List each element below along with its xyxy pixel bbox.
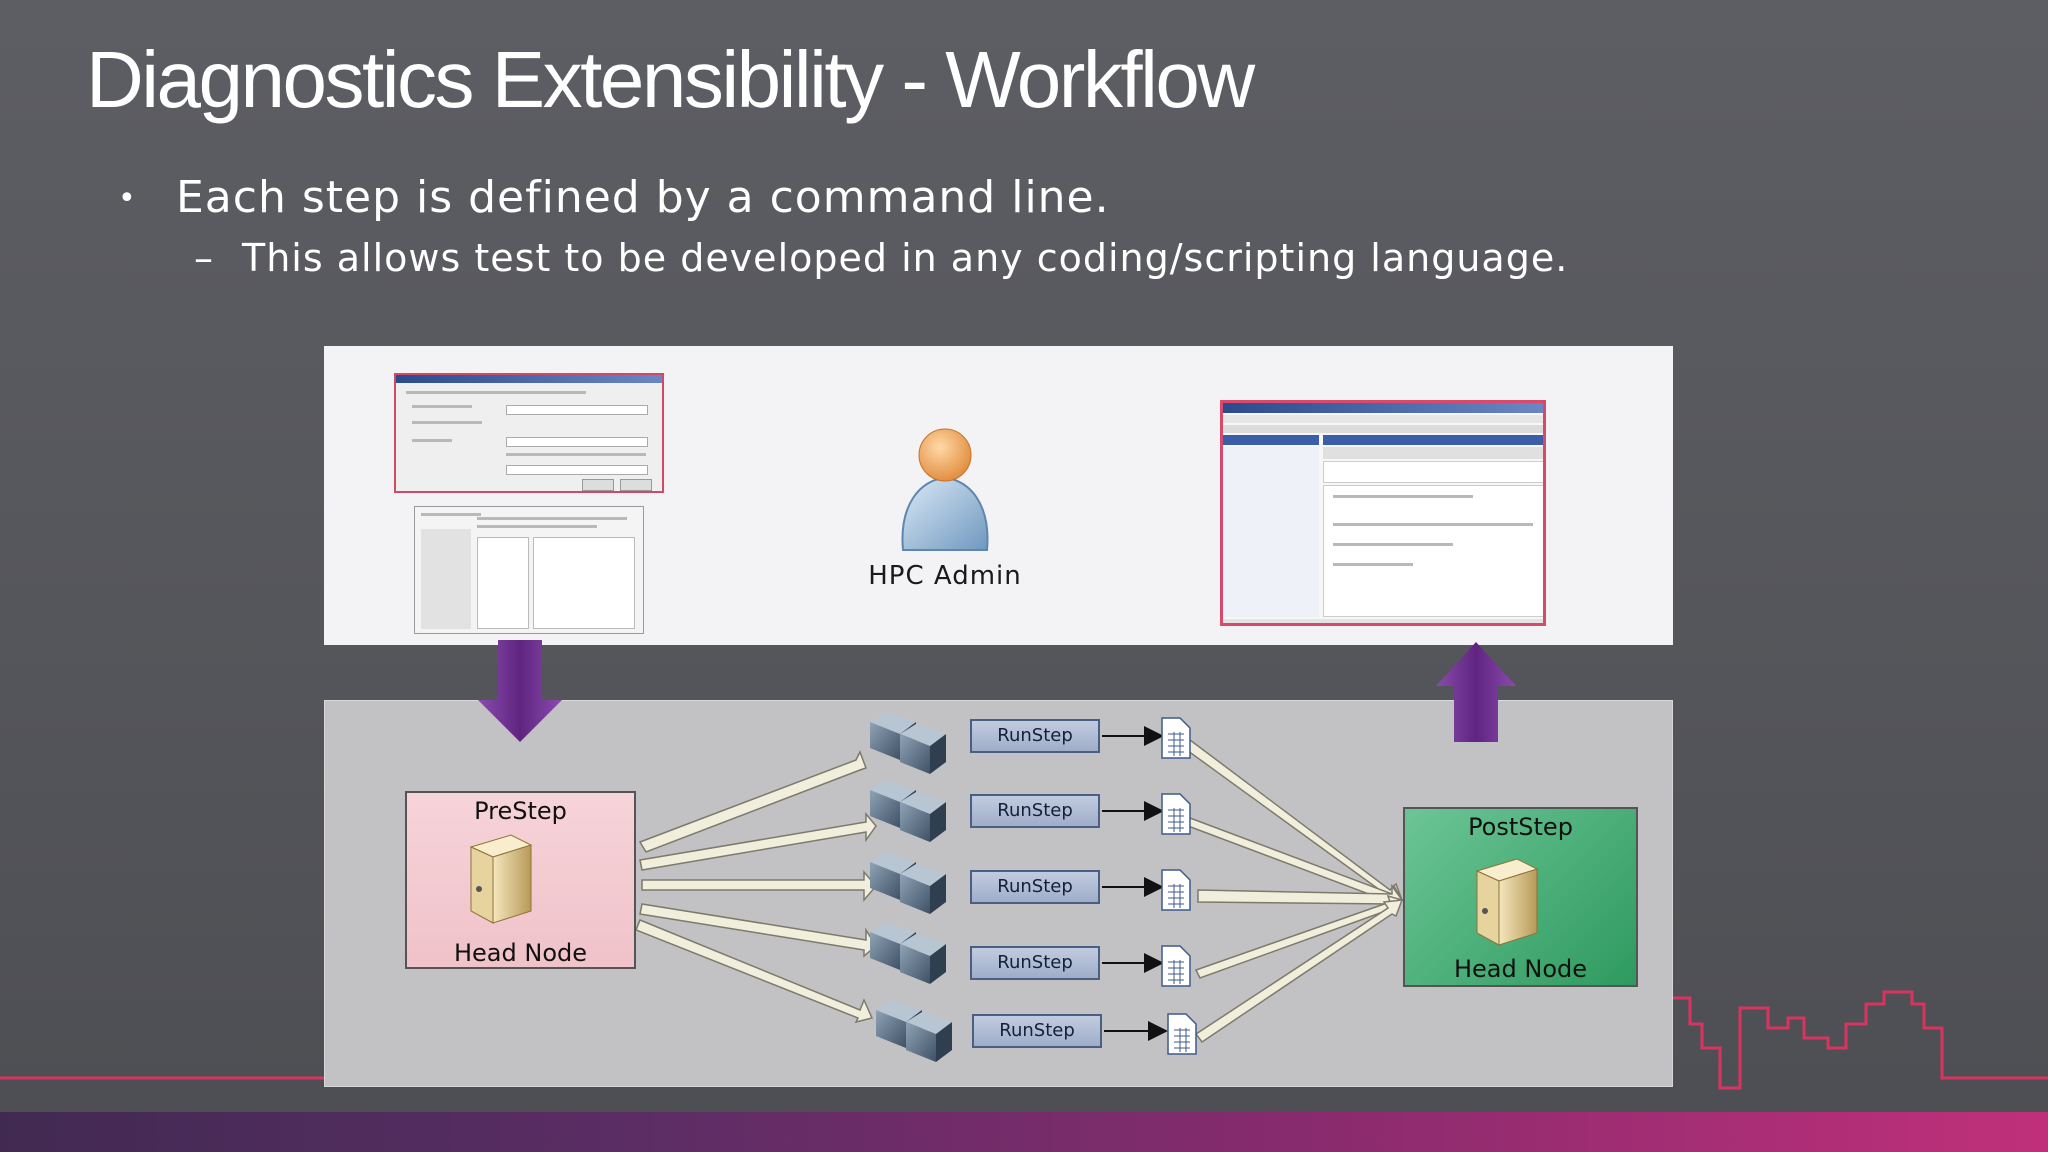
runstep-box: RunStep [972, 1014, 1102, 1048]
bullet-level2-text: This allows test to be developed in any … [242, 236, 1569, 280]
bullet-marker: • [118, 181, 137, 216]
poststep-head-node: PostStep Head Node [1403, 807, 1638, 987]
poststep-subtitle: Head Node [1453, 955, 1588, 983]
bullet-level2: –This allows test to be developed in any… [194, 236, 1568, 280]
footer-gradient-bar [0, 1112, 2048, 1152]
head-node-server-icon [469, 834, 533, 924]
runstep-box: RunStep [970, 719, 1100, 753]
hpc-admin-label: HPC Admin [868, 561, 1022, 591]
run-diagnostics-dialog-thumbnail [394, 373, 664, 493]
prestep-title: PreStep [474, 797, 567, 825]
prestep-head-node: PreStep Head Node [405, 791, 636, 969]
runstep-box: RunStep [970, 946, 1100, 980]
bullet-level1-text: Each step is defined by a command line. [176, 172, 1110, 223]
runstep-box: RunStep [970, 870, 1100, 904]
dash-marker: – [194, 236, 214, 280]
head-node-server-icon [1475, 858, 1539, 946]
poststep-title: PostStep [1468, 813, 1573, 841]
runstep-box: RunStep [970, 794, 1100, 828]
bullet-level1: • Each step is defined by a command line. [118, 172, 1110, 223]
slide-title: Diagnostics Extensibility - Workflow [86, 35, 1255, 124]
prestep-subtitle: Head Node [453, 939, 588, 967]
hpc-cluster-manager-thumbnail [1220, 400, 1546, 626]
diagnostics-wizard-thumbnail [414, 506, 644, 634]
